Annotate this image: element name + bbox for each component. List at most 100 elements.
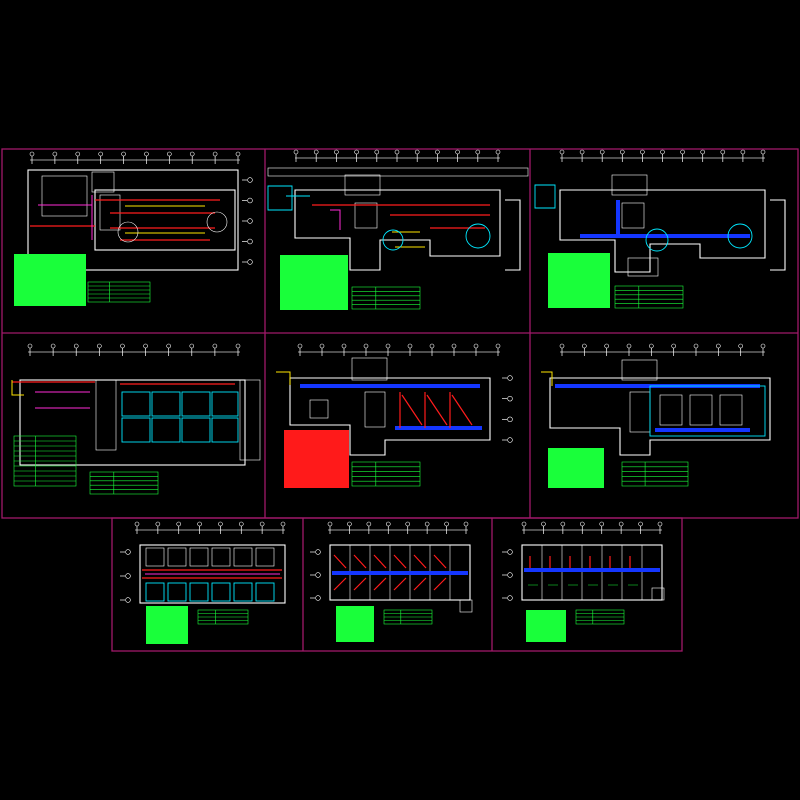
- grid-bubble: [235, 343, 241, 349]
- grid-bubble: [189, 343, 195, 349]
- axis-bubble: [315, 549, 321, 555]
- sheet-8-floor-plan: [310, 521, 473, 642]
- grid-bubble: [366, 521, 372, 527]
- grid-bubble: [579, 521, 585, 527]
- grid-bubble: [649, 343, 654, 349]
- axis-bubble: [507, 595, 513, 601]
- grid-bubble: [354, 149, 359, 155]
- grid-bubble: [280, 521, 286, 527]
- grid-bubble: [657, 521, 663, 527]
- grid-bubble: [143, 343, 148, 349]
- grid-bubble: [27, 343, 33, 349]
- sheet-7-floor-plan: [120, 521, 286, 644]
- grid-bubble: [97, 343, 102, 349]
- grid-bubble: [394, 149, 400, 155]
- grid-bubble: [405, 521, 411, 527]
- grid-bubble: [259, 521, 265, 527]
- sheet-2-notes: [280, 255, 421, 310]
- grid-bubble: [212, 151, 218, 157]
- axis-bubble: [247, 218, 253, 224]
- grid-bubble: [680, 149, 685, 155]
- grid-bubble: [559, 343, 565, 349]
- grid-bubble: [521, 521, 527, 527]
- grid-bubble: [52, 151, 58, 157]
- sheet-4-floor-plan: [11, 343, 261, 495]
- grid-bubble: [319, 343, 325, 349]
- grid-bubble: [407, 343, 413, 349]
- grid-bubble: [144, 151, 149, 157]
- sheet-6-notes: [548, 448, 689, 488]
- grid-bubble: [638, 521, 643, 527]
- grid-bubble: [238, 521, 244, 527]
- axis-bubble: [315, 595, 321, 601]
- grid-bubble: [495, 343, 501, 349]
- grid-bubble: [134, 521, 140, 527]
- sheet-3-floor-plan: [534, 149, 786, 309]
- grid-bubble: [341, 343, 347, 349]
- grid-bubble: [640, 149, 645, 155]
- sheet-9-floor-plan: [502, 521, 665, 642]
- grid-bubble: [738, 343, 743, 349]
- grid-bubble: [475, 149, 481, 155]
- axis-bubble: [507, 416, 513, 423]
- grid-bubble: [197, 521, 202, 527]
- grid-bubble: [73, 343, 79, 349]
- grid-bubble: [374, 149, 380, 155]
- sheet-1-floor-plan: [14, 151, 253, 306]
- grid-bubble: [218, 521, 223, 527]
- axis-bubble: [507, 572, 513, 578]
- grid-bubble: [50, 343, 56, 349]
- grid-bubble: [167, 151, 172, 157]
- sheet-3-notes: [548, 253, 684, 309]
- grid-bubble: [473, 343, 479, 349]
- grid-bubble: [599, 521, 605, 527]
- grid-bubble: [120, 343, 125, 349]
- sheet-4-rooms: [121, 391, 239, 443]
- grid-bubble: [297, 343, 303, 349]
- axis-bubble: [507, 437, 513, 443]
- grid-bubble: [363, 343, 369, 349]
- grid-bubble: [385, 521, 391, 527]
- axis-bubble: [315, 572, 321, 578]
- sheet-7-rooms: [145, 547, 275, 602]
- grid-bubble: [618, 521, 624, 527]
- grid-bubble: [444, 521, 449, 527]
- sheet-8-notes: [336, 606, 433, 642]
- grid-bubble: [334, 149, 339, 155]
- sheet-5-notes: [284, 430, 421, 488]
- axis-bubble: [247, 238, 253, 245]
- axis-bubble: [247, 177, 253, 183]
- grid-bubble: [455, 149, 460, 155]
- grid-bubble: [176, 521, 182, 527]
- grid-bubble: [559, 149, 565, 155]
- grid-bubble: [29, 151, 35, 157]
- axis-bubble: [125, 549, 131, 555]
- grid-bubble: [760, 149, 766, 155]
- frame-grid: [1, 148, 799, 652]
- sheet-6-floor-plan: [541, 343, 771, 488]
- sheet-7-notes: [146, 606, 249, 644]
- grid-bubble: [121, 151, 126, 157]
- grid-bubble: [451, 343, 457, 349]
- grid-bubble: [700, 149, 706, 155]
- grid-bubble: [560, 521, 566, 527]
- axis-bubble: [247, 259, 253, 265]
- grid-bubble: [693, 343, 699, 349]
- grid-bubble: [582, 343, 587, 349]
- grid-bubble: [424, 521, 430, 527]
- sheet-9-notes: [526, 609, 625, 642]
- axis-bubble: [247, 197, 253, 204]
- grid-bubble: [212, 343, 218, 349]
- axis-bubble: [125, 597, 131, 603]
- grid-bubble: [414, 149, 420, 155]
- sheet-4-notes: [13, 435, 159, 495]
- grid-bubble: [716, 343, 721, 349]
- grid-bubble: [660, 149, 665, 155]
- axis-bubble: [507, 375, 513, 381]
- grid-bubble: [720, 149, 726, 155]
- sheet-5-floor-plan: [276, 343, 513, 488]
- axis-bubble: [125, 573, 131, 579]
- grid-bubble: [75, 151, 81, 157]
- grid-bubble: [599, 149, 605, 155]
- grid-bubble: [579, 149, 585, 155]
